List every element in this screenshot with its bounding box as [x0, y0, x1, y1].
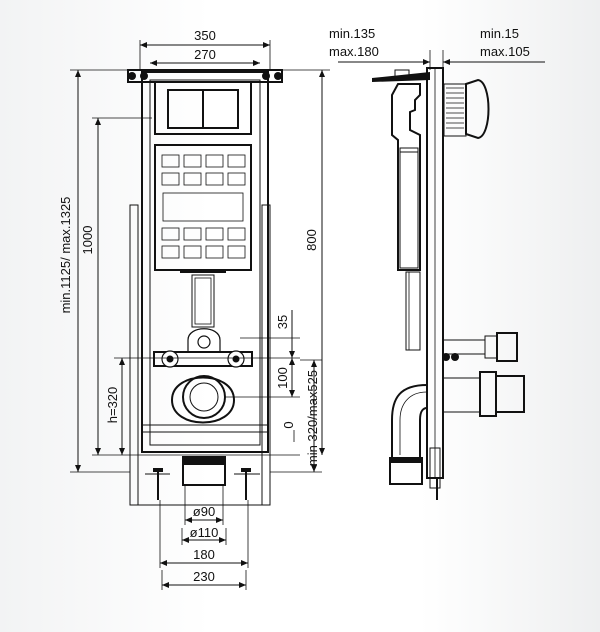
front-dimensions: 350 270 min.1125/ max.1325 1000 h=320 80… [58, 28, 330, 590]
side-view [372, 67, 525, 500]
dim-min320-max525-label: min 320/max525 [305, 370, 320, 466]
dim-phi110-label: ø110 [190, 525, 219, 540]
dim-1000-label: 1000 [80, 226, 95, 255]
cistern [154, 144, 252, 271]
dim-180-label: 180 [193, 547, 215, 562]
front-view [127, 69, 283, 506]
flush-pipe [191, 274, 215, 328]
dim-h320-label: h=320 [105, 387, 120, 424]
dim-max180-label: max.180 [329, 44, 379, 59]
side-dimensions: min.135 max.180 min.15 max.105 [329, 26, 545, 70]
dim-total-height-label: min.1125/ max.1325 [58, 197, 73, 314]
dim-0-label: 0 [281, 421, 296, 428]
dim-270-label: 270 [194, 47, 216, 62]
dim-100-label: 100 [275, 367, 290, 389]
waste-outlet [170, 376, 236, 424]
dim-35-label: 35 [275, 315, 290, 329]
dim-phi90-label: ø90 [193, 504, 215, 519]
dim-min135-label: min.135 [329, 26, 375, 41]
dim-350-label: 350 [194, 28, 216, 43]
flush-plate [154, 81, 252, 135]
dim-min15-label: min.15 [480, 26, 519, 41]
frame-outline [141, 71, 269, 453]
cross-bar [153, 351, 253, 367]
dim-800-label: 800 [304, 229, 319, 251]
waste-bend [391, 384, 428, 461]
dim-230-label: 230 [193, 569, 215, 584]
side-cistern [391, 83, 421, 271]
dim-max105-label: max.105 [480, 44, 530, 59]
